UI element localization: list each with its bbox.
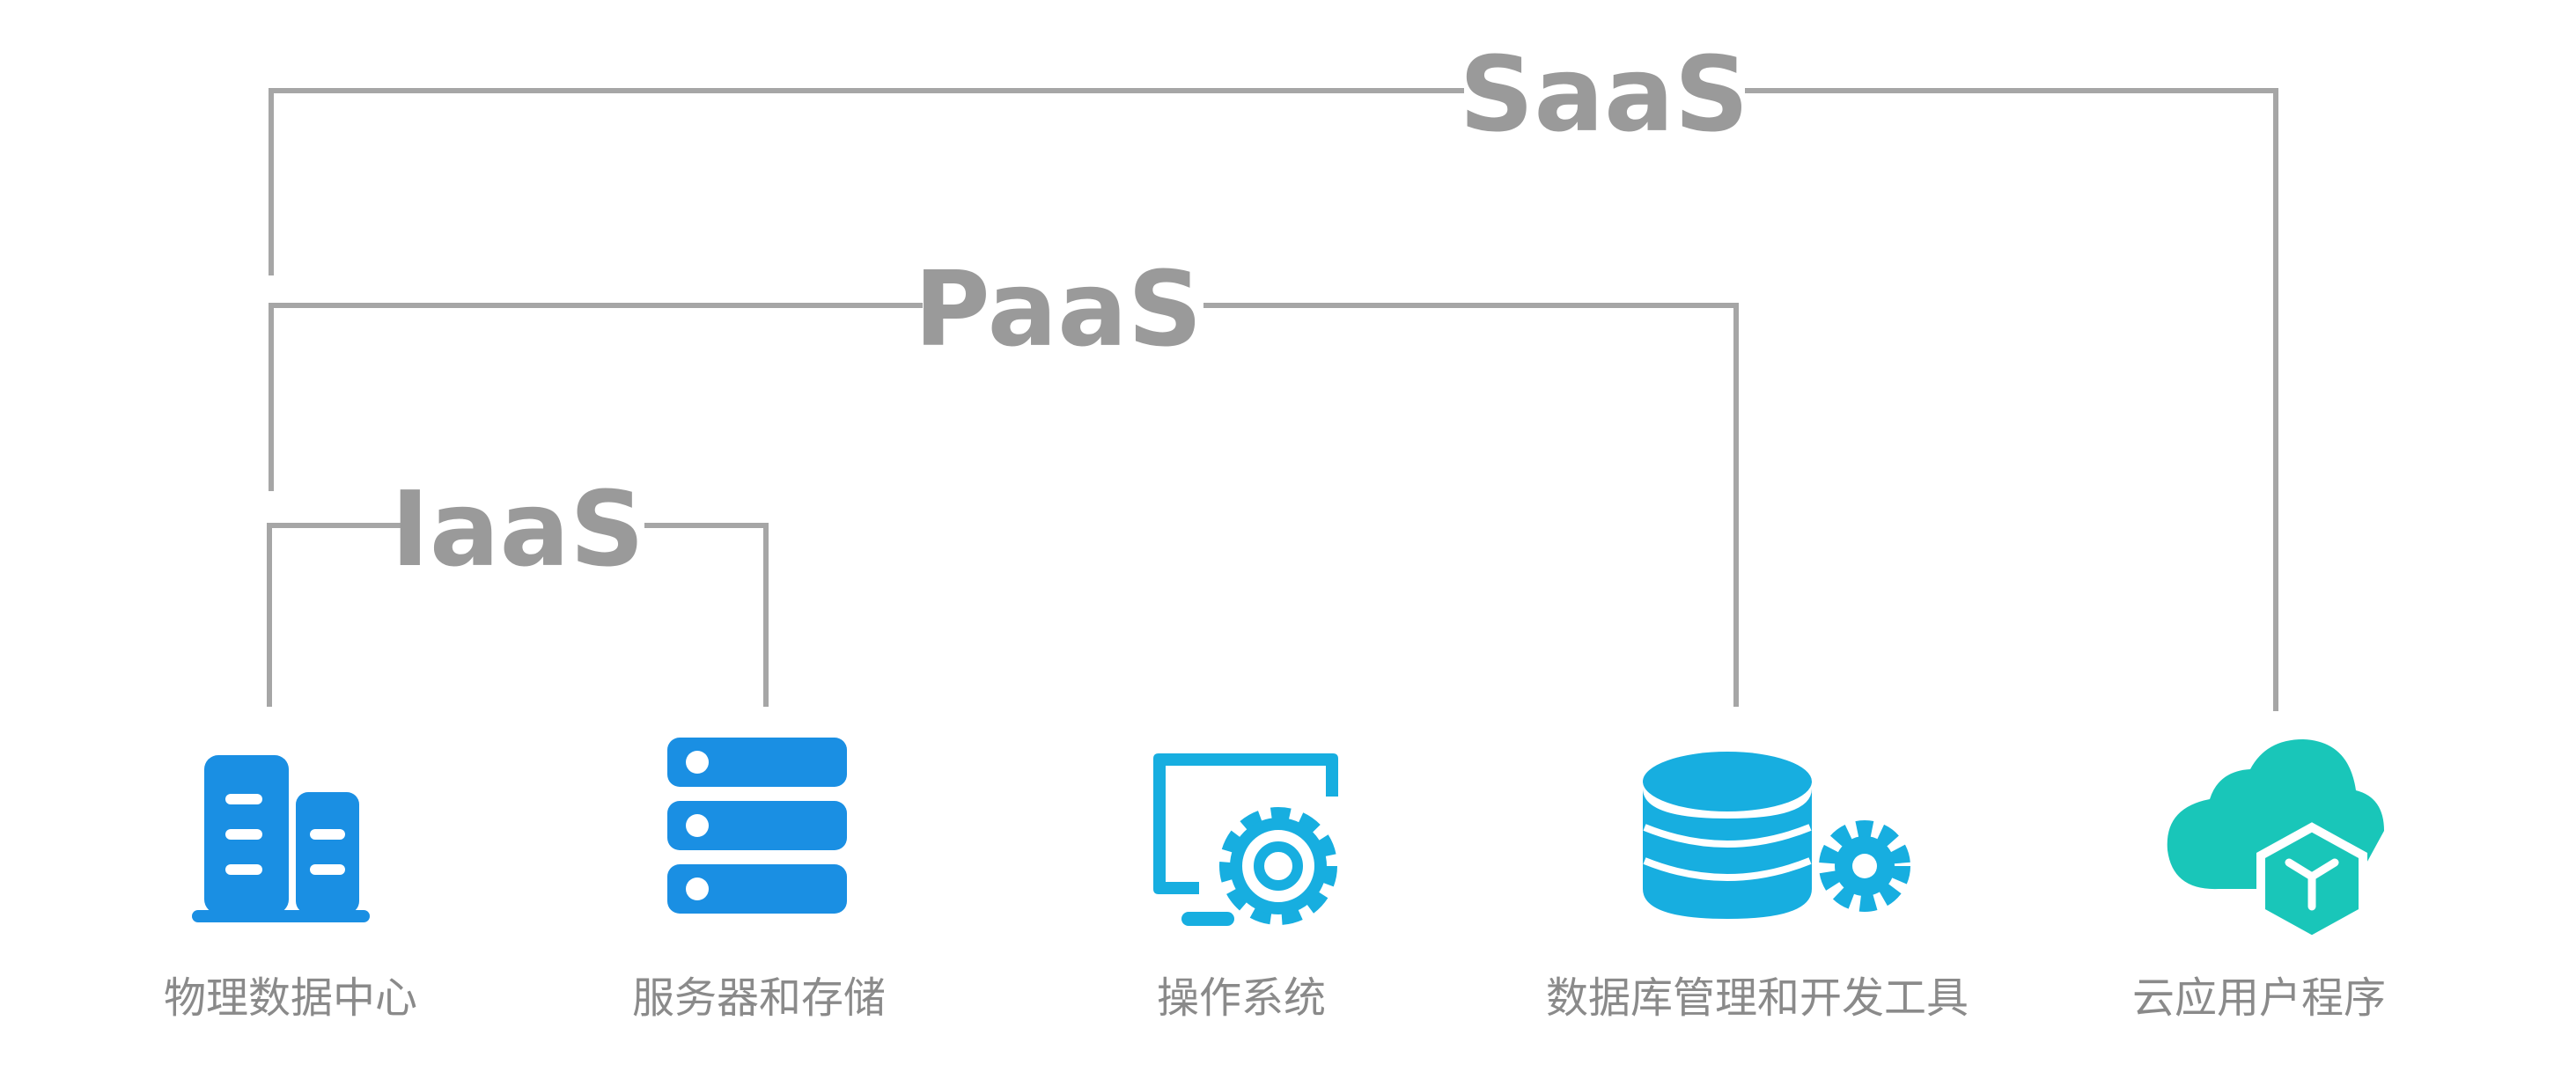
cloud-cube-icon bbox=[2167, 739, 2384, 945]
iaas-label: IaaS bbox=[391, 468, 644, 590]
building-icon bbox=[192, 755, 370, 922]
saas-bracket: SaaS bbox=[269, 33, 2278, 711]
caption-cloud-apps: 云应用户程序 bbox=[2132, 973, 2386, 1023]
server-icon bbox=[667, 738, 847, 914]
gear-icon bbox=[1819, 820, 1910, 912]
paas-label: PaaS bbox=[914, 248, 1203, 370]
iaas-bracket: IaaS bbox=[267, 468, 769, 707]
database-gear-icon bbox=[1643, 752, 1910, 919]
caption-operating-system: 操作系统 bbox=[1157, 973, 1326, 1023]
monitor-gear-icon bbox=[1153, 753, 1338, 926]
caption-physical-datacenter: 物理数据中心 bbox=[164, 973, 417, 1023]
saas-label: SaaS bbox=[1459, 33, 1748, 155]
gear-icon bbox=[1219, 807, 1337, 925]
caption-database-tools: 数据库管理和开发工具 bbox=[1546, 973, 1969, 1023]
caption-server-storage: 服务器和存储 bbox=[632, 973, 886, 1023]
paas-bracket: PaaS bbox=[269, 248, 1739, 707]
